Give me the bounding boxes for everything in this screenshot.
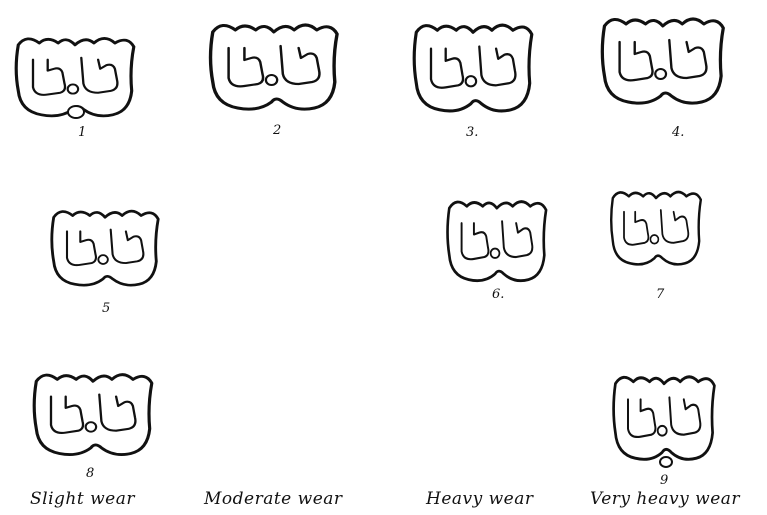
wear-label-very-heavy: Very heavy wear	[590, 489, 740, 509]
figure-number-6: 6.	[492, 287, 504, 302]
figure-number-8: 8	[86, 466, 94, 481]
wear-label-moderate: Moderate wear	[203, 489, 343, 509]
tooth-figure-6	[448, 202, 547, 281]
figure-number-3: 3.	[466, 125, 478, 140]
figure-number-4: 4.	[671, 125, 684, 140]
figure-number-5: 5	[102, 301, 110, 316]
tooth-figure-1	[16, 38, 134, 118]
figure-number-9: 9	[660, 473, 668, 488]
figure-number-7: 7	[656, 287, 665, 302]
tooth-figure-3	[414, 25, 532, 111]
tooth-figure-8	[34, 375, 152, 455]
tooth-figure-2	[211, 25, 338, 109]
tooth-figure-5	[52, 211, 158, 285]
tooth-figure-7	[611, 192, 701, 264]
figure-number-1: 1	[78, 125, 86, 140]
wear-label-slight: Slight wear	[30, 489, 135, 509]
figure-number-2: 2	[272, 123, 281, 138]
tooth-figure-4	[602, 19, 723, 103]
tooth-figure-9	[614, 377, 715, 467]
wear-label-heavy: Heavy wear	[425, 489, 534, 509]
